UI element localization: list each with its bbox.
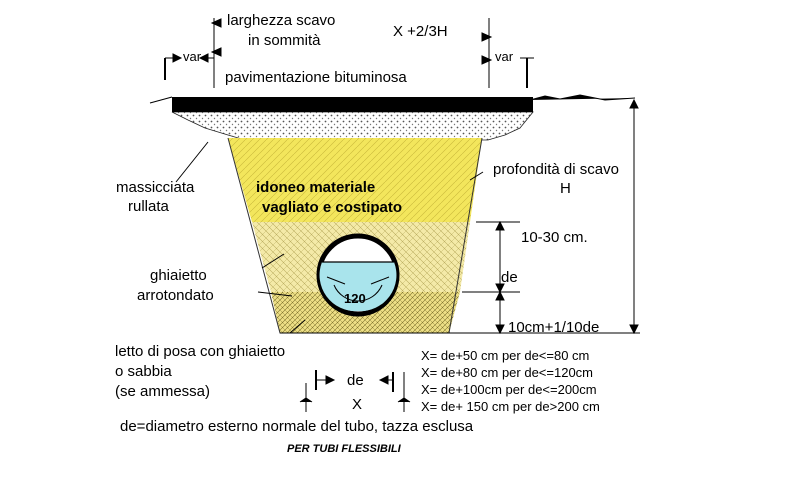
bed-label-2: o sabbia [115,363,172,380]
top-width-label-1: larghezza scavo [227,12,336,29]
var-right-label: var [495,49,514,64]
bed-label-3: (se ammessa) [115,383,211,400]
pipe [316,233,400,317]
top-width-label-2: in sommità [248,32,321,49]
pipe-angle-label: 120 [344,291,366,306]
rule-3: X= de+100cm per de<=200cm [421,382,597,397]
bedding-label: 10cm+1/10de [508,319,600,336]
de-side-label: de [501,269,518,286]
ground-surface [149,94,636,104]
x-bottom-label: X [352,396,363,413]
depth-dimension [280,98,640,335]
asphalt-layer [172,97,533,112]
fill-material-region [228,138,482,222]
footer-label: PER TUBI FLESSIBILI [287,443,401,455]
fill-label-2: vagliato e costipato [262,199,403,216]
pavement-label: pavimentazione bituminosa [225,69,407,86]
cover-label: 10-30 cm. [521,229,588,246]
rule-4: X= de+ 150 cm per de>200 cm [421,399,600,414]
massicciata-layer [171,111,534,141]
var-left-label: var [183,49,202,64]
depth-label-2: H [560,180,571,197]
de-bottom-label: de [347,372,364,389]
massicciata-label-2: rullata [128,198,169,215]
definition-label: de=diametro esterno normale del tubo, ta… [120,418,474,435]
gravel-label-2: arrotondato [137,287,214,304]
fill-label-1: idoneo materiale [256,179,376,196]
top-width-formula: X +2/3H [393,23,448,40]
gravel-label-1: ghiaietto [150,267,207,284]
depth-label-1: profondità di scavo [493,161,619,178]
bed-label-1: letto di posa con ghiaietto [115,343,286,360]
rule-1: X= de+50 cm per de<=80 cm [421,348,590,363]
massicciata-label-1: massicciata [116,179,195,196]
leader-lines [175,141,484,334]
rule-2: X= de+80 cm per de<=120cm [421,365,594,380]
bottom-dimension [299,370,411,412]
top-width-dimension [164,18,534,88]
